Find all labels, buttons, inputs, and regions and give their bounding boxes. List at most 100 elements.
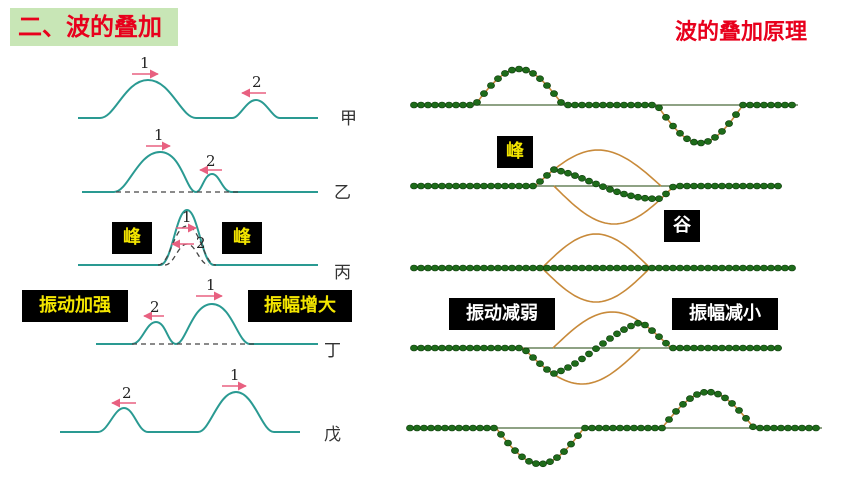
rope-bead bbox=[746, 344, 754, 352]
rope-bead bbox=[536, 264, 544, 272]
rope-bead bbox=[469, 424, 477, 432]
component-pulse-outline bbox=[541, 267, 651, 303]
pulse-number: 1 bbox=[182, 208, 192, 226]
rope-bead bbox=[567, 440, 575, 448]
rope-bead bbox=[487, 344, 495, 352]
rope-bead bbox=[501, 70, 509, 77]
rope-bead bbox=[774, 264, 782, 272]
rope-bead bbox=[725, 344, 733, 352]
rope-bead bbox=[574, 432, 582, 440]
rope-bead bbox=[424, 182, 432, 190]
rope-bead bbox=[522, 182, 530, 190]
rope-bead bbox=[588, 424, 596, 432]
rope-bead bbox=[777, 424, 785, 432]
rope-bead bbox=[627, 192, 635, 200]
rope-bead bbox=[774, 344, 782, 352]
rope-bead bbox=[718, 344, 726, 352]
pulse-number: 1 bbox=[206, 276, 216, 294]
rope-bead bbox=[739, 264, 747, 272]
rope-bead bbox=[420, 424, 428, 432]
rope-bead bbox=[644, 424, 652, 432]
rope-bead bbox=[466, 182, 474, 190]
rope-bead bbox=[410, 101, 418, 109]
rope-bead bbox=[539, 460, 547, 468]
rope-bead bbox=[753, 101, 761, 109]
rope-bead bbox=[739, 101, 747, 109]
rope-bead bbox=[410, 264, 418, 272]
rope-bead bbox=[627, 101, 635, 109]
rope-bead bbox=[550, 90, 558, 97]
pulse-number: 2 bbox=[206, 152, 216, 170]
rope-bead bbox=[487, 264, 495, 272]
rope-bead bbox=[756, 424, 764, 432]
rope-bead bbox=[774, 101, 782, 109]
rope-bead bbox=[592, 101, 600, 109]
strengthen-label: 振动加强 bbox=[22, 290, 128, 322]
rope-bead bbox=[452, 264, 460, 272]
rope-bead bbox=[683, 344, 691, 352]
rope-bead bbox=[571, 101, 579, 109]
rope-bead bbox=[606, 264, 614, 272]
rope-bead bbox=[634, 319, 642, 327]
rope-bead bbox=[553, 454, 561, 461]
rope-bead bbox=[515, 344, 523, 352]
rope-bead bbox=[494, 344, 502, 352]
rope-bead bbox=[578, 264, 586, 272]
rope-bead bbox=[508, 66, 516, 74]
rope-bead bbox=[662, 114, 670, 121]
crest-label-rope: 峰 bbox=[497, 136, 533, 168]
pulse-number: 1 bbox=[154, 126, 164, 144]
rope-bead bbox=[536, 178, 544, 185]
rope-bead bbox=[791, 424, 799, 432]
row-wu-wave bbox=[60, 390, 300, 433]
rope-bead bbox=[511, 447, 519, 454]
row-label-yi: 乙 bbox=[334, 183, 351, 203]
rope-bead bbox=[774, 182, 782, 190]
rope-bead bbox=[760, 264, 768, 272]
rope-bead bbox=[606, 335, 614, 342]
rope-bead bbox=[599, 340, 607, 347]
rope-bead bbox=[641, 264, 649, 272]
component-pulse-outline bbox=[553, 185, 675, 225]
rope-bead bbox=[676, 264, 684, 272]
row-label-jia: 甲 bbox=[340, 109, 357, 129]
pulse-number: 1 bbox=[140, 54, 150, 72]
rope-bead bbox=[676, 130, 684, 137]
rope-bead bbox=[473, 264, 481, 272]
rope-bead bbox=[634, 264, 642, 272]
rope-bead bbox=[676, 344, 684, 352]
rope-bead bbox=[746, 182, 754, 190]
rope-bead bbox=[585, 350, 593, 358]
rope-bead bbox=[781, 264, 789, 272]
row-label-wu: 戊 bbox=[324, 425, 341, 445]
rope-bead bbox=[616, 424, 624, 432]
rope-bead bbox=[501, 344, 509, 352]
pulse-number: 2 bbox=[252, 73, 262, 91]
rope-bead bbox=[550, 264, 558, 272]
rope-bead bbox=[725, 120, 733, 127]
rope-bead bbox=[473, 182, 481, 190]
rope-bead bbox=[578, 175, 586, 182]
rope-bead bbox=[434, 424, 442, 432]
rope-bead bbox=[746, 264, 754, 272]
rope-bead bbox=[557, 264, 565, 272]
rope-bead bbox=[739, 182, 747, 190]
amplitude-decrease-label: 振幅减小 bbox=[672, 298, 778, 330]
rope-bead bbox=[438, 101, 446, 109]
row-label-bing: 丙 bbox=[334, 263, 351, 283]
rope-bead bbox=[683, 135, 691, 143]
rope-bead bbox=[501, 182, 509, 190]
rope-bead bbox=[438, 182, 446, 190]
rope-bead bbox=[564, 364, 572, 371]
rope-bead bbox=[620, 101, 628, 109]
rope-bead bbox=[417, 264, 425, 272]
rope-bead bbox=[462, 424, 470, 432]
rope-bead bbox=[613, 330, 621, 338]
rope-bead bbox=[753, 264, 761, 272]
rope-bead bbox=[560, 448, 568, 455]
rope-bead bbox=[515, 182, 523, 190]
rope-bead bbox=[784, 424, 792, 432]
rope-bead bbox=[623, 424, 631, 432]
rope-bead bbox=[648, 264, 656, 272]
